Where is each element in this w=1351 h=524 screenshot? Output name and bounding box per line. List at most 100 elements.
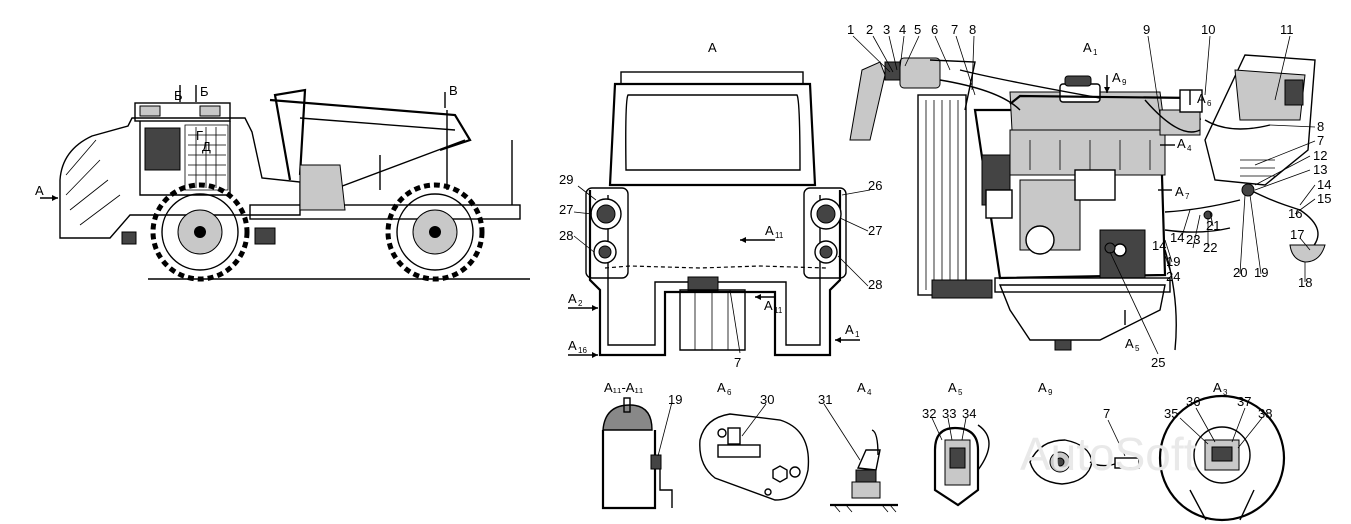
detail-a9-title: А [1038,380,1047,395]
callout-14: 14 [1317,177,1331,192]
cab-grid-lines [188,127,226,188]
nut [772,465,788,483]
svg-text:7: 7 [1185,192,1190,201]
vehicle-body [59,117,301,239]
callout-11: 11 [1280,22,1294,37]
svg-text:9: 9 [1122,78,1127,87]
cab-outer-frame [608,82,817,187]
svg-text:16: 16 [578,346,587,355]
sensor-25 [1104,242,1116,254]
callout-6: 6 [931,22,938,37]
callout-33: 33 [942,406,956,421]
a11-top-label: А [765,223,774,238]
detail-a6-title: А [717,380,726,395]
svg-text:4: 4 [1187,144,1192,153]
callout-7: 7 [951,22,958,37]
callout-28b: 28 [868,277,882,292]
detail-a6: А 6 30 [699,380,810,501]
callout-14b: 14 [1170,230,1184,245]
relay-body [717,444,761,458]
callout-1: 1 [847,22,854,37]
detail-a3: А 3 35 36 37 38 [1158,380,1286,522]
arrow-b2-label: Б [200,84,209,99]
view-a-title: А [708,40,717,55]
callout-7d: 7 [1103,406,1110,421]
switch-flange [977,424,990,471]
headlight-box [899,57,941,89]
callout-21: 21 [1206,218,1220,233]
sensor-body-a4 [856,449,881,471]
starter [1025,225,1055,255]
svg-text:6: 6 [1207,99,1212,108]
callout-19b: 19 [1166,254,1180,269]
wheel-front [150,182,250,282]
crane-cylinder [299,117,456,131]
a7-label: А [1175,184,1184,199]
a5-label: А [1125,336,1134,351]
cab-roof [134,102,231,122]
a2-label: А [568,291,577,306]
a6-component [1179,89,1203,113]
callout-13: 13 [1313,162,1327,177]
chassis-frame [249,204,521,220]
view-a: А А 11 А 11 А 2 А [559,40,882,370]
callout-14c: 14 [1152,238,1166,253]
callout-16: 16 [1288,206,1302,221]
injection-rail [1009,129,1166,176]
tank-cap [602,404,653,431]
svg-text:11: 11 [774,306,783,315]
svg-text:6: 6 [727,388,732,397]
detail-a11-title: А₁₁-А₁₁ [604,380,644,395]
svg-text:11: 11 [775,231,784,240]
a3-outer-circle [1158,394,1286,522]
hood-mesh [65,139,121,226]
callout-23: 23 [1186,232,1200,247]
callout-15: 15 [1317,191,1331,206]
switch-boot [933,426,980,507]
detail-a9: А 9 7 [1029,380,1140,485]
mark-g-label: Г [196,128,203,143]
cab-frame [139,121,231,196]
svg-text:2: 2 [578,299,583,308]
detail-a5-title: А [948,380,957,395]
engine-harness [939,69,1271,351]
arrow-a-label: А [35,183,44,198]
callout-32: 32 [922,406,936,421]
rear-window [625,94,801,171]
crane-column [273,88,307,181]
detail-a3-title: А [1213,380,1222,395]
callout-37: 37 [1237,394,1251,409]
pump-cover [1074,169,1116,201]
side-view: А Б Б В Г Д [35,83,530,282]
callout-38: 38 [1258,406,1272,421]
battery-box [679,289,746,351]
callout-25: 25 [1151,355,1165,370]
instrument-panel [1204,54,1316,186]
a11-bot-label: А [764,298,773,313]
mark-d-label: Д [202,139,211,154]
connector-block [687,276,719,292]
callout-3: 3 [883,22,890,37]
left-light-housing [585,187,629,279]
callout-9: 9 [1143,22,1150,37]
callout-4: 4 [899,22,906,37]
detail-a4: А 4 31 [818,380,898,513]
cab-roof-a [620,71,804,85]
callout-7b: 7 [1317,133,1324,148]
svg-text:1: 1 [1093,48,1098,57]
callout-26: 26 [868,178,882,193]
a6-label: А [1197,91,1206,106]
callout-19c: 19 [668,392,682,407]
cab-harness [604,265,827,269]
crane-boom [269,98,472,152]
sensor-lead-a9 [1089,461,1116,467]
callout-29: 29 [559,172,573,187]
svg-text:3: 3 [1223,388,1228,397]
callout-18: 18 [1298,275,1312,290]
sensor-plug-a9 [1114,457,1140,469]
view-a-leaders [573,185,871,354]
callout-10: 10 [1201,22,1215,37]
oil-filter [985,189,1013,219]
callout-27b: 27 [868,223,882,238]
callout-12: 12 [1313,148,1327,163]
